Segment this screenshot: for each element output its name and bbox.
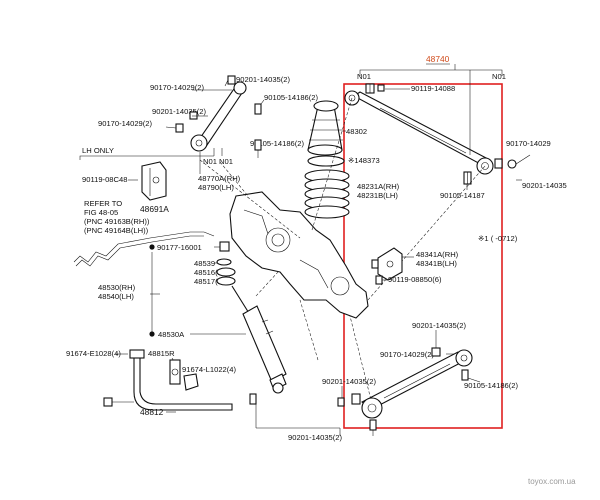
label-48691a[interactable]: 48691A — [140, 204, 169, 214]
axle-housing-icon[interactable] — [229, 191, 369, 319]
bullet-icon — [149, 331, 155, 337]
label-90201-14035-r[interactable]: 90201-14035 — [522, 181, 567, 190]
n01-label-b: N01 — [219, 157, 233, 166]
spring-bumper-icon[interactable] — [307, 100, 343, 156]
label-90105-14186-a[interactable]: 90105-14186(2) — [264, 93, 319, 102]
label-48539[interactable]: 48539 — [194, 259, 215, 268]
label-90170-14029-b[interactable]: 90170-14029(2) — [98, 119, 153, 128]
label-48530[interactable]: 48530(RH) — [98, 283, 136, 292]
label-91674-l1022[interactable]: 91674-L1022(4) — [182, 365, 237, 374]
label-91674-e1028[interactable]: 91674-E1028(4) — [66, 349, 121, 358]
label-90170-14029-c[interactable]: 90170-14029(2) — [380, 350, 435, 359]
bracket-icon[interactable] — [141, 161, 167, 201]
assembly-number[interactable]: 48740 — [426, 54, 450, 64]
label-90201-14035-bottom[interactable]: 90201-14035(2) — [288, 433, 343, 442]
label-90105-14187[interactable]: 90105-14187 — [440, 191, 485, 200]
label-90105-14186-c[interactable]: 90105-14186(2) — [464, 381, 519, 390]
n01-label-right: N01 — [492, 72, 506, 81]
label-90201-14035-c[interactable]: 90201-14035(2) — [412, 321, 467, 330]
bolt-icon — [463, 171, 472, 185]
label-48516[interactable]: 48516(RH) — [194, 268, 232, 277]
spring-insulator-icon — [307, 155, 345, 167]
label-48540[interactable]: 48540(LH) — [98, 292, 134, 301]
link-icon[interactable] — [169, 359, 199, 391]
label-90201-14035-d[interactable]: 90201-14035(2) — [322, 377, 377, 386]
label-48517[interactable]: 48517(LH) — [194, 277, 230, 286]
label-90177-16001[interactable]: 90177-16001 — [157, 243, 202, 252]
shock-absorber-icon[interactable] — [231, 285, 287, 394]
nut-icon — [494, 158, 517, 169]
lh-only-label: LH ONLY — [82, 146, 114, 155]
label-90170-14029-a[interactable]: 90170-14029(2) — [150, 83, 205, 92]
label-90201-14035-top[interactable]: 90201-14035(2) — [236, 75, 291, 84]
bolt-icon — [254, 103, 262, 151]
brake-line-icon — [73, 231, 215, 263]
shock-bushing-icon — [216, 258, 236, 286]
label-90119-14088[interactable]: 90119-14088 — [411, 84, 455, 93]
label-90105-14186-b[interactable]: 90105-14186(2) — [250, 139, 305, 148]
footnote: ※1 ( -0712) — [478, 234, 518, 243]
lower-control-arm-icon[interactable] — [351, 347, 473, 419]
coil-spring-icon[interactable] — [304, 169, 350, 219]
nut-icon — [219, 241, 230, 252]
bolt-icon — [375, 275, 383, 285]
stabilizer-bar-icon[interactable] — [103, 349, 233, 411]
label-48790[interactable]: 48790(LH) — [198, 183, 234, 192]
n01-label-left: N01 — [357, 72, 371, 81]
label-48770a[interactable]: 48770A(RH) — [198, 174, 241, 183]
bolt-icon — [365, 83, 385, 94]
label-90119-08850[interactable]: 90119-08850(6) — [388, 275, 442, 284]
refer-line-2[interactable]: FIG 48-05 — [84, 208, 118, 217]
label-48530a[interactable]: 48530A — [158, 330, 185, 339]
refer-line-4: (PNC 49164B(LH)) — [84, 226, 149, 235]
label-90201-14035-b[interactable]: 90201-14035(2) — [152, 107, 207, 116]
label-48231b[interactable]: 48231B(LH) — [357, 191, 398, 200]
label-48231a[interactable]: 48231A(RH) — [357, 182, 400, 191]
refer-line-1: REFER TO — [84, 199, 122, 208]
label-48341b[interactable]: 48341B(LH) — [416, 259, 457, 268]
bracket-icon[interactable] — [371, 247, 403, 281]
refer-line-3: (PNC 49163B(RH)) — [84, 217, 150, 226]
bolt-icon — [337, 369, 469, 431]
bolt-icon — [249, 393, 257, 405]
label-48812[interactable]: 48812 — [140, 407, 164, 417]
label-48815r[interactable]: 48815R — [148, 349, 175, 358]
label-48302[interactable]: 48302 — [346, 127, 367, 136]
label-48341a[interactable]: 48341A(RH) — [416, 250, 459, 259]
label-148373[interactable]: ※148373 — [348, 156, 380, 165]
label-90170-14029-r[interactable]: 90170-14029 — [506, 139, 551, 148]
n01-label-a: N01 — [203, 157, 217, 166]
highlight-box — [343, 83, 503, 429]
bullet-icon — [149, 244, 155, 250]
watermark: toyox.com.ua — [528, 477, 576, 486]
label-90119-08c48[interactable]: 90119-08C48 — [82, 175, 127, 184]
